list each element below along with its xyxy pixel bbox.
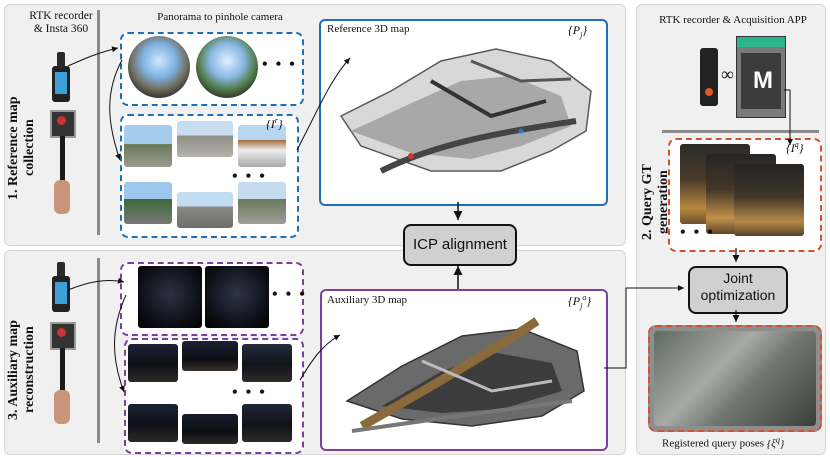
ellipsis-1: • • • bbox=[262, 56, 297, 73]
night-fisheye-2 bbox=[205, 266, 269, 328]
aux-map-sup: a bbox=[582, 293, 587, 302]
ref-map-sub: j bbox=[580, 30, 583, 40]
auxiliary-map-render bbox=[345, 317, 585, 433]
reference-map-box bbox=[319, 19, 608, 206]
rtk-device-accent bbox=[705, 88, 713, 96]
aux-map-sub: j bbox=[580, 301, 583, 311]
rtk-device bbox=[700, 48, 718, 106]
poses-render bbox=[654, 331, 816, 426]
separator-2 bbox=[662, 130, 819, 133]
aux-map-math-open: {P bbox=[568, 294, 581, 308]
rig-antenna-3 bbox=[57, 262, 65, 278]
rig-hand-3 bbox=[54, 390, 70, 424]
link-symbol: ∞ bbox=[721, 64, 734, 84]
pinhole-set: {I bbox=[266, 117, 275, 131]
poses-label-text: Registered query poses bbox=[662, 437, 765, 450]
query-image-3 bbox=[734, 164, 804, 236]
rig-camera-lens bbox=[57, 116, 66, 125]
night-pinhole-5 bbox=[182, 414, 238, 444]
query-close: } bbox=[798, 141, 804, 155]
pinhole-image-2 bbox=[177, 121, 233, 157]
app-photo-letter: M bbox=[753, 67, 773, 94]
separator-3 bbox=[97, 258, 100, 443]
ellipsis-5: • • • bbox=[680, 224, 715, 241]
night-pinhole-4 bbox=[128, 404, 178, 442]
section1-title-line2: collection bbox=[22, 119, 37, 177]
query-sup: q bbox=[794, 140, 799, 149]
rig-hand bbox=[54, 180, 70, 214]
ref-map-math-close: } bbox=[582, 23, 588, 37]
section3-title-line1: 3. Auxiliary map bbox=[6, 320, 21, 420]
pinhole-image-5 bbox=[177, 192, 233, 228]
query-set-label: {Iq} bbox=[786, 140, 804, 156]
auxiliary-map-box bbox=[320, 289, 608, 451]
pinhole-sup: r bbox=[274, 116, 278, 125]
aux-map-math-close: } bbox=[586, 294, 592, 308]
night-pinhole-2 bbox=[182, 341, 238, 371]
panorama-label: Panorama to pinhole camera bbox=[157, 11, 283, 23]
poses-math: {ξ bbox=[766, 437, 776, 450]
poses-label: Registered query poses {ξq} bbox=[662, 435, 784, 450]
rig-pole-3 bbox=[60, 348, 65, 410]
reference-map-label: Reference 3D map bbox=[327, 23, 410, 35]
night-fisheye-1 bbox=[138, 266, 202, 328]
pinhole-image-6 bbox=[238, 182, 286, 224]
ellipsis-4: • • • bbox=[232, 384, 267, 401]
pinhole-image-1 bbox=[124, 125, 172, 167]
rig-camera-lens-3 bbox=[57, 328, 66, 337]
joint-optimization-node: Joint optimization bbox=[688, 266, 788, 314]
ref-map-math-open: {P bbox=[568, 23, 581, 37]
night-pinhole-3 bbox=[242, 344, 292, 382]
joint-line2: optimization bbox=[700, 287, 776, 303]
poses-sup: q bbox=[775, 435, 780, 444]
separator-1 bbox=[97, 10, 100, 235]
pinhole-set-label: {Ir} bbox=[266, 116, 283, 132]
section1-title-line1: 1. Reference map bbox=[6, 96, 21, 200]
rig-antenna bbox=[57, 52, 65, 68]
rig-phone-screen bbox=[55, 72, 67, 94]
rig-pole bbox=[60, 136, 65, 206]
ellipsis-3: • • • bbox=[272, 286, 307, 303]
icp-label: ICP alignment bbox=[413, 236, 507, 253]
rig-phone-screen-3 bbox=[55, 282, 67, 304]
ellipsis-2: • • • bbox=[232, 168, 267, 185]
pinhole-image-3 bbox=[238, 125, 286, 167]
night-pinhole-6 bbox=[242, 404, 292, 442]
fisheye-image-2 bbox=[196, 36, 258, 98]
app-device-label: RTK recorder & Acquisition APP bbox=[659, 14, 807, 26]
night-pinhole-1 bbox=[128, 344, 178, 382]
app-photo: M bbox=[741, 53, 781, 109]
fisheye-image-1 bbox=[128, 36, 190, 98]
icp-alignment-node: ICP alignment bbox=[403, 224, 517, 266]
pinhole-image-4 bbox=[124, 182, 172, 224]
reference-map-render bbox=[339, 48, 592, 174]
section2-title-line1: 2. Query GT bbox=[640, 164, 655, 241]
auxiliary-map-math: {Pja} bbox=[568, 293, 591, 310]
phone-app-screen: M bbox=[736, 36, 786, 118]
section3-title-line2: reconstruction bbox=[22, 326, 37, 414]
query-set: {I bbox=[786, 141, 795, 155]
section3-title: 3. Auxiliary map reconstruction bbox=[6, 300, 38, 440]
registered-poses-box bbox=[648, 325, 822, 432]
poses-close: } bbox=[779, 437, 785, 450]
app-top-bar bbox=[737, 37, 785, 47]
device-label-line2: & Insta 360 bbox=[33, 23, 89, 35]
section1-title: 1. Reference map collection bbox=[6, 88, 38, 208]
auxiliary-map-label: Auxiliary 3D map bbox=[327, 294, 408, 306]
device-label: RTK recorder & Insta 360 bbox=[26, 10, 96, 36]
device-label-line1: RTK recorder bbox=[29, 10, 93, 22]
pinhole-close: } bbox=[277, 117, 283, 131]
joint-line1: Joint bbox=[723, 270, 753, 286]
reference-map-math: {Pj} bbox=[568, 23, 587, 39]
